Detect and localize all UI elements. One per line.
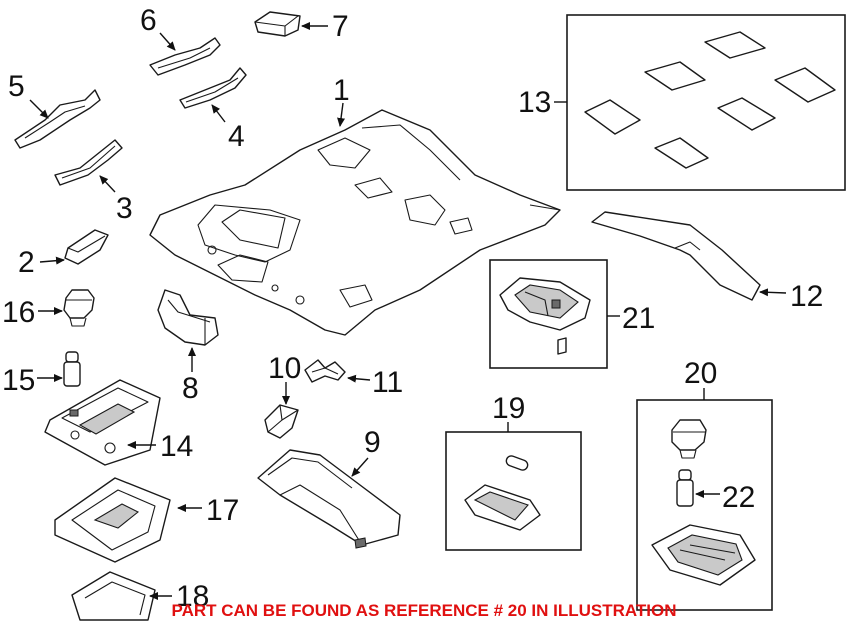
- callout-6: 6: [140, 4, 157, 37]
- console-part-14: [44, 379, 161, 466]
- mirror-lamp-part-19: [464, 455, 541, 531]
- lamp-housing-part-21: [499, 277, 591, 355]
- callout-12: 12: [790, 280, 823, 313]
- callout-7: 7: [332, 10, 349, 43]
- callout-8: 8: [182, 372, 199, 405]
- sun-visor-part-9: [257, 449, 401, 549]
- grab-handle-part-6: [149, 37, 221, 76]
- callout-18: 18: [176, 580, 209, 613]
- callout-2: 2: [18, 246, 35, 279]
- bulb-part-22: [676, 469, 694, 507]
- bezel-part-17: [54, 477, 171, 563]
- grab-handle-part-4: [179, 67, 247, 109]
- bezel-part-18: [71, 571, 156, 621]
- callout-11: 11: [372, 366, 403, 399]
- grab-handle-part-3: [54, 139, 123, 186]
- callout-20: 20: [684, 357, 717, 390]
- bulb-socket-part-16: [63, 289, 95, 327]
- callout-19: 19: [492, 392, 525, 425]
- lamp-box-21: [489, 259, 608, 369]
- grab-handle-part-5: [14, 89, 101, 149]
- callout-5: 5: [8, 70, 25, 103]
- mirror-lamp-box-19: [445, 431, 582, 551]
- callout-15: 15: [2, 364, 35, 397]
- clip-part-7: [254, 11, 301, 37]
- callout-10: 10: [268, 352, 301, 385]
- callout-14: 14: [160, 430, 193, 463]
- pad-set-part-13: [584, 31, 836, 169]
- clip-part-2: [64, 229, 109, 265]
- callout-16: 16: [2, 296, 35, 329]
- callout-21: 21: [622, 302, 655, 335]
- bulb-part-15: [63, 351, 81, 387]
- reference-note: PART CAN BE FOUND AS REFERENCE # 20 IN I…: [172, 601, 677, 620]
- clip-part-11: [304, 359, 346, 383]
- callout-4: 4: [228, 120, 245, 153]
- callout-3: 3: [116, 192, 133, 225]
- callout-13: 13: [518, 86, 551, 119]
- callout-22: 22: [722, 481, 755, 514]
- callout-9: 9: [364, 426, 381, 459]
- callout-17: 17: [206, 494, 239, 527]
- panel-part-12: [591, 211, 761, 301]
- clip-part-10: [264, 404, 299, 439]
- bracket-part-8: [157, 289, 219, 346]
- headliner-part: [149, 109, 561, 336]
- dome-lamp-part-20: [651, 419, 756, 586]
- callout-1: 1: [333, 74, 350, 107]
